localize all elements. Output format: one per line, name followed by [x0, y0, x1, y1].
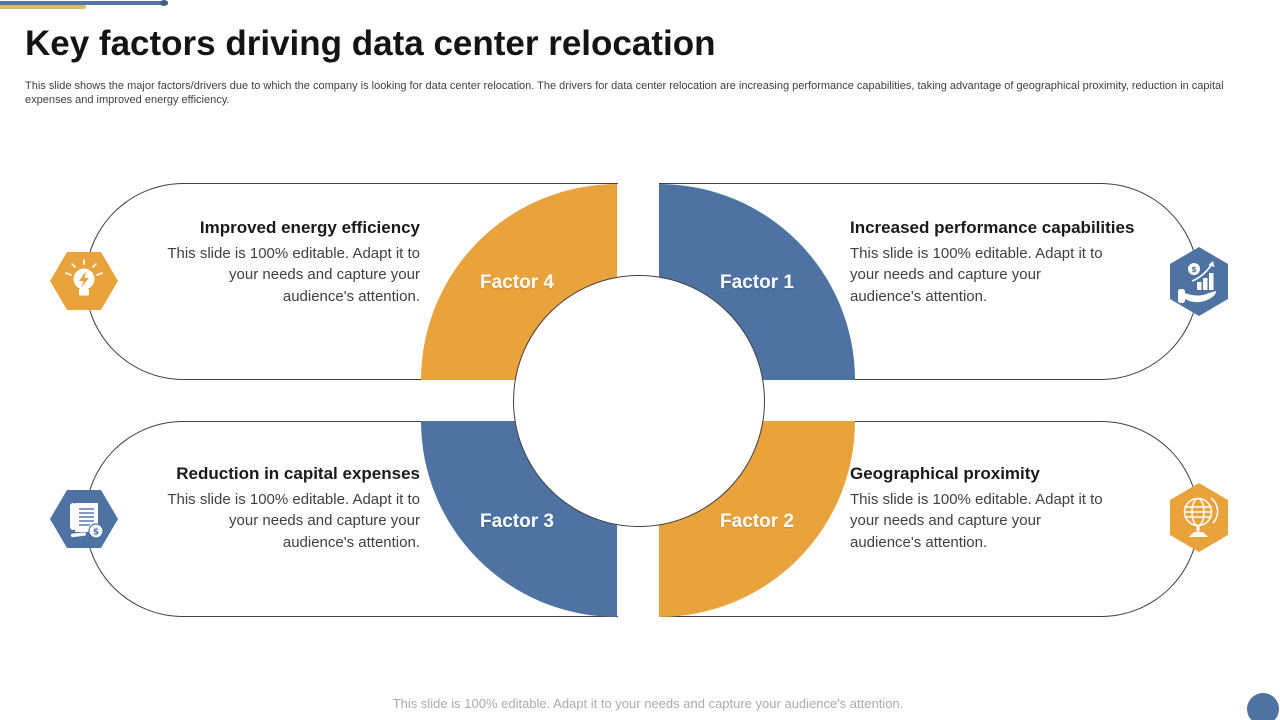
- quadrant-text-improved-energy-efficiency: Improved energy efficiency This slide is…: [150, 218, 420, 307]
- invoice-dollar-icon: $: [50, 490, 118, 548]
- page-title: Key factors driving data center relocati…: [25, 24, 716, 63]
- factor-1-label: Factor 1: [720, 272, 794, 293]
- factor-2-label: Factor 2: [720, 511, 794, 532]
- quadrant-text-reduction-capital-expenses: Reduction in capital expenses This slide…: [150, 464, 420, 553]
- top-accent-bar-yellow: [0, 5, 86, 9]
- factor-4-label: Factor 4: [480, 272, 554, 293]
- factor-1-body: This slide is 100% editable. Adapt it to…: [850, 245, 1103, 305]
- factor-3-heading: Reduction in capital expenses: [176, 464, 420, 483]
- quadrant-text-geographical-proximity: Geographical proximity This slide is 100…: [850, 464, 1180, 553]
- factor-2-heading: Geographical proximity: [850, 464, 1040, 483]
- factor-3-label: Factor 3: [480, 511, 554, 532]
- quadrant-text-increased-performance: Increased performance capabilities This …: [850, 218, 1180, 307]
- factor-3-body: This slide is 100% editable. Adapt it to…: [167, 491, 420, 551]
- factor-1-heading: Increased performance capabilities: [850, 218, 1135, 237]
- svg-text:$: $: [93, 528, 99, 538]
- slide-description: This slide shows the major factors/drive…: [25, 80, 1224, 107]
- top-accent-bar-end-dot: [160, 0, 168, 6]
- top-accent-bar-blue: [0, 1, 168, 5]
- factor-2-body: This slide is 100% editable. Adapt it to…: [850, 491, 1103, 551]
- center-hub-circle: [513, 275, 765, 527]
- footer-note: This slide is 100% editable. Adapt it to…: [392, 696, 904, 711]
- idea-bulb-icon: [50, 252, 118, 310]
- factor-4-body: This slide is 100% editable. Adapt it to…: [167, 245, 420, 305]
- factor-4-heading: Improved energy efficiency: [199, 218, 420, 237]
- hand-growth-chart-icon: $: [1170, 247, 1228, 316]
- svg-text:$: $: [1191, 265, 1197, 274]
- bottom-right-accent-circle: [1247, 693, 1279, 720]
- globe-icon: [1170, 483, 1228, 552]
